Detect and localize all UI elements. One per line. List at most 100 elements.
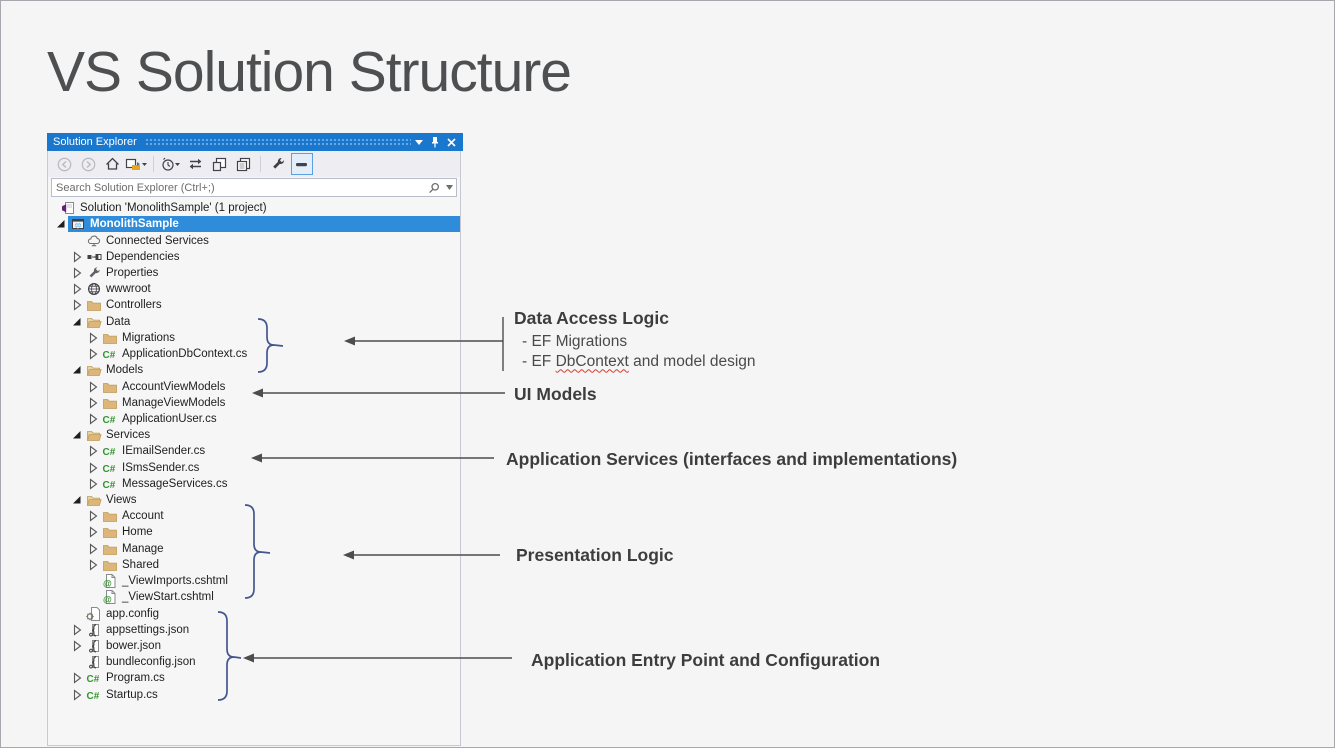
tree-row-body[interactable]: Services (84, 427, 460, 443)
pin-icon[interactable] (427, 134, 443, 150)
sync-with-active-document-button[interactable] (184, 153, 206, 175)
tree-row-wwwroot[interactable]: wwwroot (48, 281, 460, 297)
tree-row-body[interactable]: bower.json (84, 638, 460, 654)
collapsed-arrow-icon[interactable] (70, 281, 84, 297)
collapsed-arrow-icon[interactable] (86, 379, 100, 395)
tree-row-body[interactable]: wwwroot (84, 281, 460, 297)
search-input[interactable] (52, 181, 425, 194)
tree-row-bundleconfig-json[interactable]: bundleconfig.json (48, 654, 460, 670)
tree-row-body[interactable]: Controllers (84, 297, 460, 313)
tree-row-body[interactable]: C#ISmsSender.cs (100, 460, 460, 476)
expanded-arrow-icon[interactable] (70, 427, 84, 443)
collapsed-arrow-icon[interactable] (70, 622, 84, 638)
expanded-arrow-icon[interactable] (70, 314, 84, 330)
tree-row-body[interactable]: Manage (100, 541, 460, 557)
collapsed-arrow-icon[interactable] (86, 541, 100, 557)
tree-row-properties[interactable]: Properties (48, 265, 460, 281)
tree-row-models[interactable]: Models (48, 362, 460, 378)
collapsed-arrow-icon[interactable] (86, 524, 100, 540)
collapsed-arrow-icon[interactable] (86, 508, 100, 524)
tree-row-iemailsender-cs[interactable]: C#IEmailSender.cs (48, 443, 460, 459)
pending-changes-filter-button[interactable] (160, 153, 182, 175)
collapsed-arrow-icon[interactable] (70, 249, 84, 265)
tree-row-manageviewmodels[interactable]: ManageViewModels (48, 395, 460, 411)
collapsed-arrow-icon[interactable] (70, 670, 84, 686)
collapsed-arrow-icon[interactable] (86, 476, 100, 492)
tree-row-applicationuser-cs[interactable]: C#ApplicationUser.cs (48, 411, 460, 427)
expanded-arrow-icon[interactable] (70, 362, 84, 378)
tree-row-body[interactable]: Account (100, 508, 460, 524)
tree-row-startup-cs[interactable]: C#Startup.cs (48, 687, 460, 703)
solution-explorer-titlebar[interactable]: Solution Explorer (47, 133, 463, 151)
tree-row-body[interactable]: Shared (100, 557, 460, 573)
tree-row-messageservices-cs[interactable]: C#MessageServices.cs (48, 476, 460, 492)
collapsed-arrow-icon[interactable] (70, 638, 84, 654)
tree-row-applicationdbcontext-cs[interactable]: C#ApplicationDbContext.cs (48, 346, 460, 362)
tree-row-body[interactable]: C#ApplicationUser.cs (100, 411, 460, 427)
switch-views-button[interactable] (125, 153, 147, 175)
close-icon[interactable] (443, 134, 459, 150)
tree-row-connected-services[interactable]: Connected Services (48, 232, 460, 248)
tree-row-body[interactable]: Properties (84, 265, 460, 281)
collapsed-arrow-icon[interactable] (86, 443, 100, 459)
tree-row-program-cs[interactable]: C#Program.cs (48, 670, 460, 686)
expanded-arrow-icon[interactable] (54, 216, 68, 232)
tree-row-body[interactable]: appsettings.json (84, 622, 460, 638)
tree-row-body[interactable]: @_ViewStart.cshtml (100, 589, 460, 605)
tree-row-migrations[interactable]: Migrations (48, 330, 460, 346)
collapsed-arrow-icon[interactable] (86, 460, 100, 476)
tree-row-controllers[interactable]: Controllers (48, 297, 460, 313)
collapsed-arrow-icon[interactable] (70, 265, 84, 281)
tree-row-body[interactable]: Models (84, 362, 460, 378)
tree-row-monolithsample[interactable]: MonolithSample (48, 216, 460, 233)
tree-row-body[interactable]: C#ApplicationDbContext.cs (100, 346, 460, 362)
tree-row-appsettings-json[interactable]: appsettings.json (48, 622, 460, 638)
collapsed-arrow-icon[interactable] (86, 346, 100, 362)
tree-row-body[interactable]: app.config (84, 605, 460, 621)
tree-row-body[interactable]: Dependencies (84, 249, 460, 265)
tree-row-body[interactable]: C#MessageServices.cs (100, 476, 460, 492)
collapsed-arrow-icon[interactable] (86, 330, 100, 346)
home-button[interactable] (101, 153, 123, 175)
tree-row-body[interactable]: Home (100, 524, 460, 540)
tree-row-body[interactable]: Views (84, 492, 460, 508)
expanded-arrow-icon[interactable] (70, 492, 84, 508)
collapsed-arrow-icon[interactable] (86, 411, 100, 427)
collapsed-arrow-icon[interactable] (70, 687, 84, 703)
tree-row-accountviewmodels[interactable]: AccountViewModels (48, 378, 460, 394)
search-box[interactable] (51, 178, 457, 197)
tree-row-dependencies[interactable]: Dependencies (48, 249, 460, 265)
tree-row-body[interactable]: Data (84, 314, 460, 330)
properties-button[interactable] (267, 153, 289, 175)
tree-row-body[interactable]: bundleconfig.json (84, 654, 460, 670)
tree-row-home[interactable]: Home (48, 524, 460, 540)
tree-row-shared[interactable]: Shared (48, 557, 460, 573)
tree-row-ismssender-cs[interactable]: C#ISmsSender.cs (48, 460, 460, 476)
tree-row-body[interactable]: C#IEmailSender.cs (100, 443, 460, 459)
tree-row-body[interactable]: C#Program.cs (84, 670, 460, 686)
tree-row-viewstart-cshtml[interactable]: @_ViewStart.cshtml (48, 589, 460, 605)
tree-row-body[interactable]: MonolithSample (68, 216, 460, 233)
tree-row-body[interactable]: Migrations (100, 330, 460, 346)
tree-row-manage[interactable]: Manage (48, 541, 460, 557)
collapse-all-button[interactable] (232, 153, 254, 175)
collapsed-arrow-icon[interactable] (86, 395, 100, 411)
refresh-button[interactable] (208, 153, 230, 175)
tree-row-body[interactable]: Solution 'MonolithSample' (1 project) (58, 200, 460, 216)
tree-row-data[interactable]: Data (48, 314, 460, 330)
preview-selected-items-button[interactable] (291, 153, 313, 175)
back-button[interactable] (53, 153, 75, 175)
tree-row-views[interactable]: Views (48, 492, 460, 508)
forward-button[interactable] (77, 153, 99, 175)
tree-row-body[interactable]: ManageViewModels (100, 395, 460, 411)
tree-row-solution-monolithsample-1-project[interactable]: Solution 'MonolithSample' (1 project) (48, 200, 460, 216)
tree-row-bower-json[interactable]: bower.json (48, 638, 460, 654)
tree-row-body[interactable]: AccountViewModels (100, 378, 460, 394)
collapsed-arrow-icon[interactable] (86, 557, 100, 573)
tree-row-body[interactable]: Connected Services (84, 232, 460, 248)
search-options-dropdown-icon[interactable] (443, 185, 456, 190)
search-icon[interactable] (425, 182, 443, 194)
tree-row-account[interactable]: Account (48, 508, 460, 524)
tree-row-viewimports-cshtml[interactable]: @_ViewImports.cshtml (48, 573, 460, 589)
collapsed-arrow-icon[interactable] (70, 297, 84, 313)
